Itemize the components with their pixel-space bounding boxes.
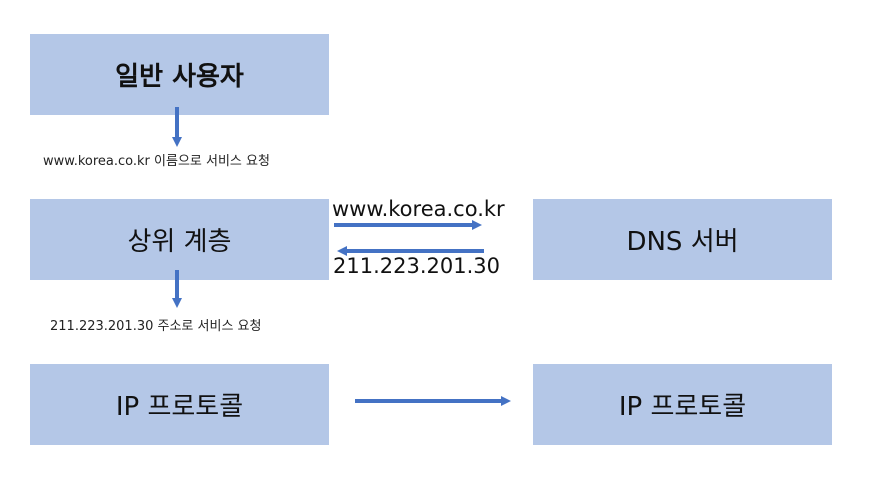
ip-protocol-left-box: IP 프로토콜 (30, 364, 329, 445)
upper-layer-box: 상위 계층 (30, 199, 329, 280)
upper-layer-label: 상위 계층 (127, 227, 232, 257)
user-label: 일반 사용자 (115, 62, 244, 92)
user-box: 일반 사용자 (30, 34, 329, 115)
dns-response-label: 211.223.201.30 (333, 254, 500, 278)
ip-protocol-right-label: IP 프로토콜 (618, 392, 747, 422)
dns-query-label: www.korea.co.kr (332, 197, 505, 221)
request-by-address-caption: 211.223.201.30 주소로 서비스 요청 (50, 319, 262, 334)
dns-server-box: DNS 서버 (533, 199, 832, 280)
ip-protocol-left-label: IP 프로토콜 (115, 392, 244, 422)
ip-protocol-right-box: IP 프로토콜 (533, 364, 832, 445)
request-by-name-caption: www.korea.co.kr 이름으로 서비스 요청 (43, 154, 270, 169)
dns-server-label: DNS 서버 (626, 227, 739, 257)
